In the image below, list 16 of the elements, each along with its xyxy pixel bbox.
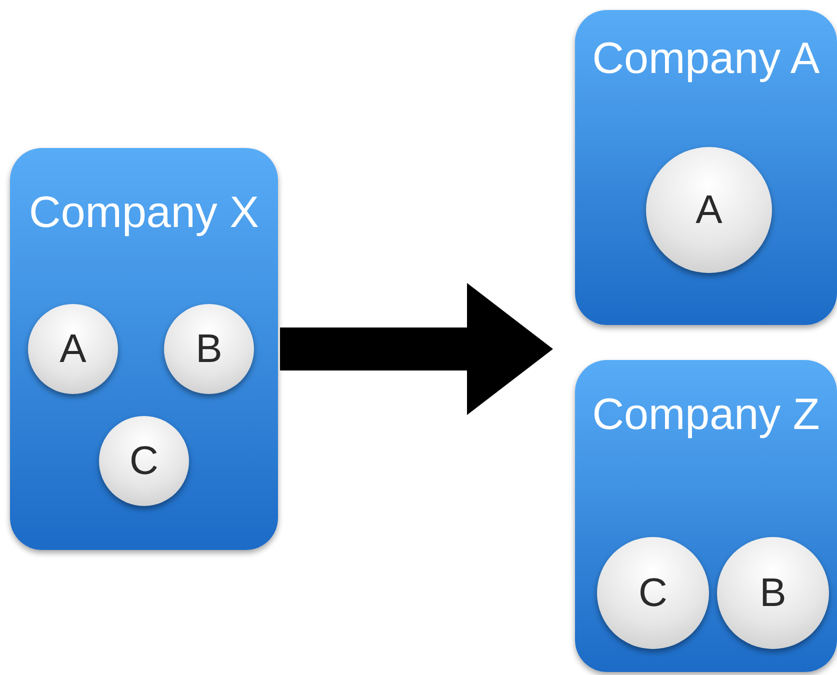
circle-label: A: [696, 188, 722, 232]
circle-node: [28, 304, 118, 394]
company-panel: [575, 10, 837, 325]
circle-label: B: [760, 570, 786, 616]
circle-label: B: [196, 326, 222, 372]
circle-node: [164, 304, 254, 394]
company-panel: [575, 360, 837, 672]
circle-label: C: [638, 570, 668, 616]
panel-title: Company A: [591, 34, 821, 84]
panel-title: Company X: [28, 188, 260, 238]
circle-label: C: [130, 438, 158, 484]
arrow: [280, 283, 553, 415]
company-panel: [10, 148, 278, 550]
panel-title: Company Z: [591, 390, 821, 440]
circle-label: A: [60, 326, 86, 372]
circle-node: [99, 416, 189, 506]
